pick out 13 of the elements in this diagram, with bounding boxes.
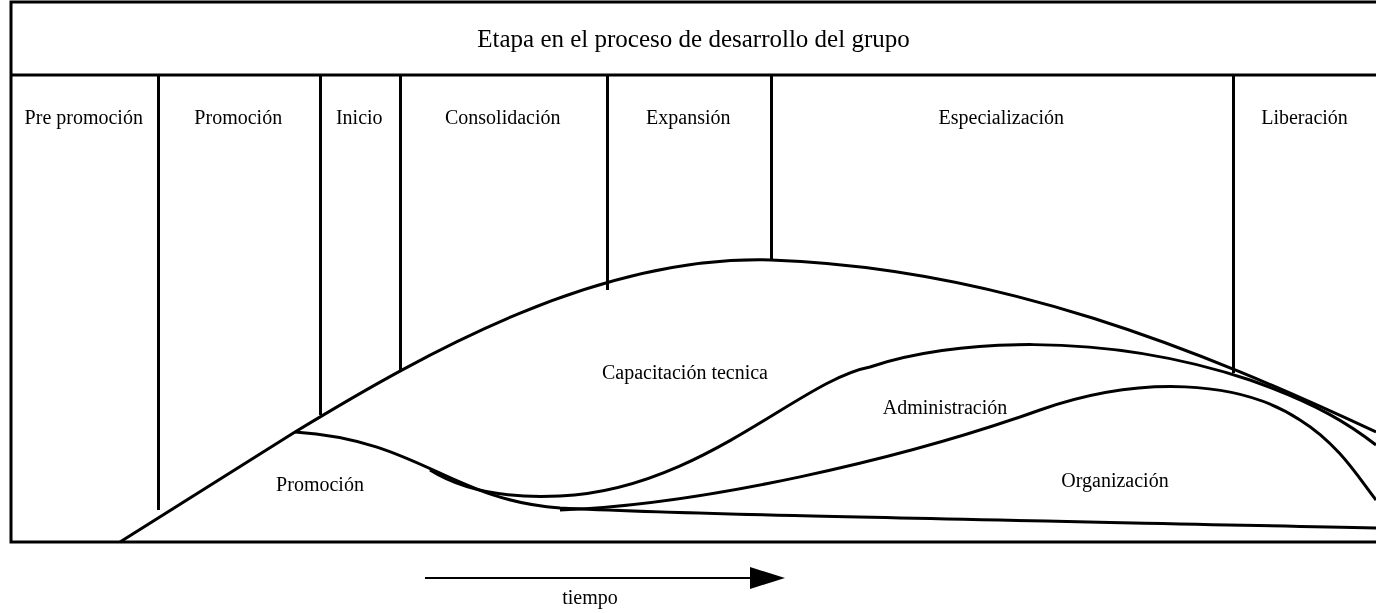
area-label: Organización (1060, 468, 1170, 494)
area-label: Capacitación tecnica (601, 360, 769, 386)
stage-name: Liberación (1261, 105, 1348, 130)
axis-label: tiempo (561, 585, 619, 610)
stage-name: Consolidación (444, 105, 561, 130)
stage-name: Promoción (194, 105, 283, 130)
area-label: Administración (881, 395, 1009, 420)
stage-name: Pre promoción (24, 105, 143, 130)
stage-name: Especialización (938, 105, 1064, 130)
area-label: Promoción (275, 472, 365, 497)
stage-name: Inicio (335, 105, 383, 130)
stage-name: Expansión (646, 105, 731, 130)
header-title: Etapa en el proceso de desarrollo del grupo (477, 24, 910, 53)
